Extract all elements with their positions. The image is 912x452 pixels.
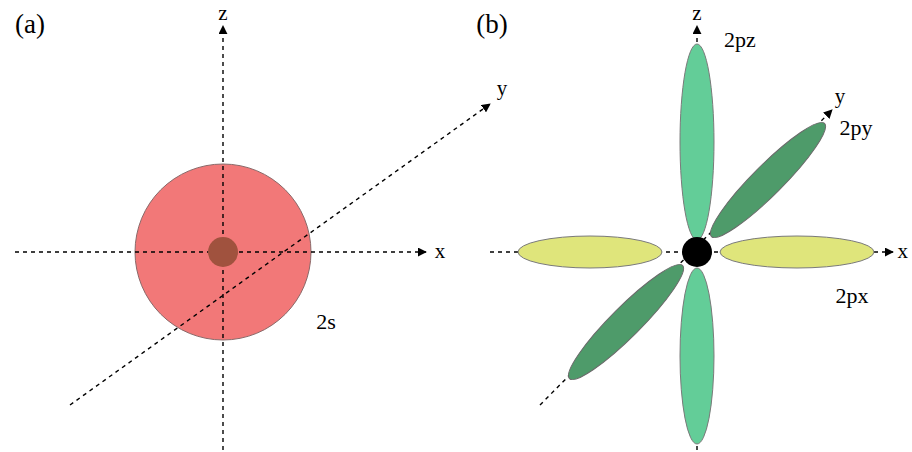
- px-lobe: [518, 236, 662, 268]
- panel-letter: (a): [15, 11, 45, 38]
- py-lobe: [701, 113, 835, 247]
- panel-letter: (b): [476, 11, 507, 38]
- axis-label: y: [835, 86, 846, 107]
- orbital-label: 2py: [840, 117, 873, 139]
- nucleus: [208, 237, 238, 267]
- panel-a: [15, 26, 490, 450]
- nucleus: [682, 237, 712, 267]
- orbital-label: 2pz: [724, 29, 756, 51]
- axis-label: y: [497, 78, 508, 99]
- axis-label: x: [898, 241, 909, 262]
- panel-b: [490, 26, 893, 450]
- pz-lobe: [680, 44, 714, 240]
- pz-lobe: [680, 268, 714, 444]
- axis-label: z: [218, 2, 227, 23]
- orbital-label: 2px: [836, 285, 869, 307]
- axis-label: x: [435, 241, 446, 262]
- orbital-label: 2s: [316, 311, 336, 333]
- y-axis: [70, 104, 490, 405]
- py-lobe: [559, 255, 693, 389]
- axis-label: z: [692, 2, 701, 23]
- px-lobe: [720, 236, 874, 268]
